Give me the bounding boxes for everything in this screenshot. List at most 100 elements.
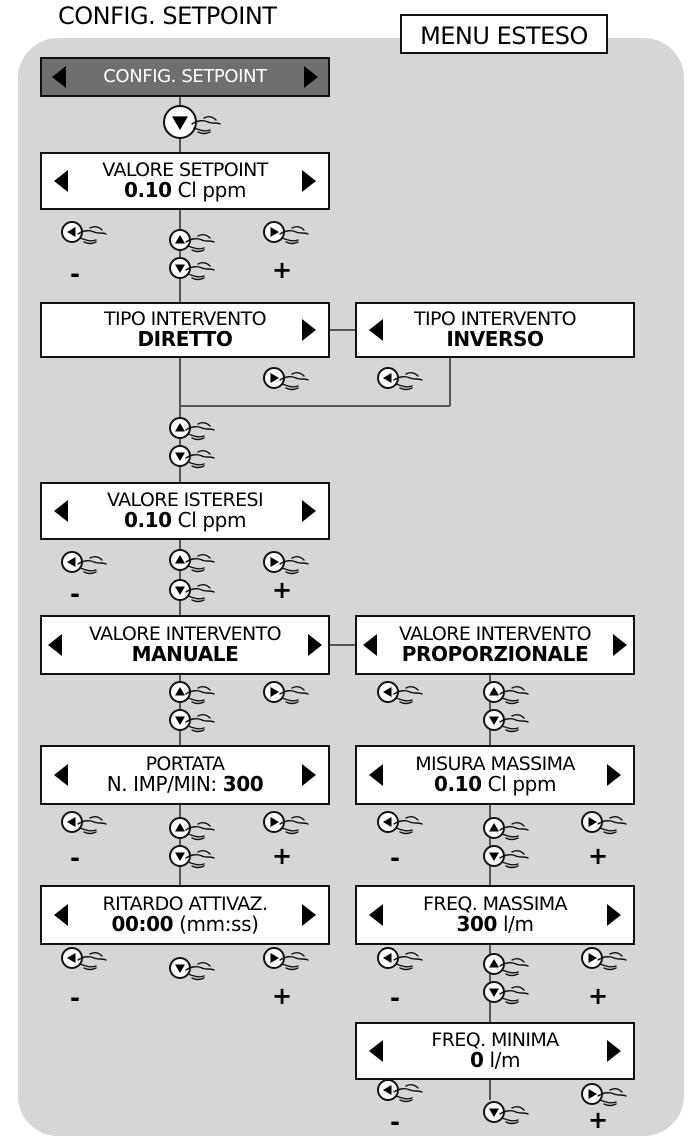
menu-esteso-label: MENU ESTESO [400,14,608,54]
down-arrow-icon [175,586,185,595]
hand-icon [185,849,215,869]
right-button-icon[interactable] [580,810,634,842]
hand-icon [77,815,107,835]
down-button-icon[interactable] [168,844,222,876]
right-button-icon[interactable] [262,550,316,582]
hand-icon [597,951,627,971]
right-arrow-icon [607,1040,621,1062]
hand-icon [191,115,221,135]
left-arrow-icon [383,687,392,697]
right-arrow-icon [270,227,279,237]
box-label: VALORE ISTERESI [106,488,264,511]
right-button-icon[interactable] [262,366,316,398]
right-button-icon[interactable] [262,946,316,978]
left-arrow-icon [67,817,76,827]
down-button-icon[interactable] [168,708,222,740]
up-button-icon[interactable] [168,416,222,448]
hand-icon [185,685,215,705]
down-arrow-icon [489,1108,499,1117]
left-arrow-icon [383,1085,392,1095]
right-button-icon[interactable] [262,810,316,842]
up-button-icon[interactable] [482,816,536,848]
down-button-icon[interactable] [162,104,228,148]
down-button-icon[interactable] [168,256,222,288]
minus-sign: - [70,844,80,872]
valore-setpoint-box[interactable]: VALORE SETPOINT 0.10 Cl ppm [40,152,330,210]
left-arrow-icon [369,764,383,786]
valore-intervento-proporzionale-box[interactable]: VALORE INTERVENTO PROPORZIONALE [355,615,635,675]
left-button-icon[interactable] [376,946,430,978]
config-setpoint-header[interactable]: CONFIG. SETPOINT [40,57,330,97]
hand-icon [279,685,309,705]
right-button-icon[interactable] [580,946,634,978]
right-arrow-icon [270,557,279,567]
portata-box[interactable]: PORTATA N. IMP/MIN: 300 [40,745,330,805]
up-arrow-icon [175,687,185,696]
box-label: MISURA MASSIMA [415,752,575,775]
right-arrow-icon [302,319,316,341]
hand-icon [499,849,529,869]
left-button-icon[interactable] [376,680,430,712]
left-arrow-icon [54,904,68,926]
hand-icon [185,713,215,733]
left-button-icon[interactable] [60,946,114,978]
minus-sign: - [390,1108,400,1136]
right-arrow-icon [308,634,322,656]
right-arrow-icon [302,904,316,926]
up-button-icon[interactable] [168,680,222,712]
valore-isteresi-box[interactable]: VALORE ISTERESI 0.10 Cl ppm [40,482,330,540]
up-button-icon[interactable] [482,952,536,984]
left-arrow-icon [54,764,68,786]
hand-icon [393,1083,423,1103]
right-arrow-icon [270,687,279,697]
hand-icon [279,951,309,971]
up-button-icon[interactable] [168,548,222,580]
down-button-icon[interactable] [168,578,222,610]
down-button-icon[interactable] [482,1100,536,1132]
right-arrow-icon [613,634,627,656]
right-button-icon[interactable] [580,1082,634,1114]
left-arrow-icon [67,953,76,963]
down-button-icon[interactable] [482,844,536,876]
plus-sign: + [272,256,293,284]
down-button-icon[interactable] [168,956,222,988]
right-arrow-icon [588,1089,597,1099]
left-button-icon[interactable] [60,810,114,842]
left-button-icon[interactable] [60,220,114,252]
down-button-icon[interactable] [482,980,536,1012]
right-button-icon[interactable] [262,680,316,712]
up-button-icon[interactable] [482,680,536,712]
right-button-icon[interactable] [262,220,316,252]
hand-icon [185,421,215,441]
down-arrow-icon [175,852,185,861]
up-button-icon[interactable] [168,816,222,848]
tipo-intervento-inverso-box[interactable]: TIPO INTERVENTO INVERSO [355,302,635,358]
hand-icon [185,261,215,281]
box-unit: Cl ppm [177,178,247,203]
down-arrow-icon [175,264,185,273]
right-arrow-icon [302,764,316,786]
ritardo-attivazione-box[interactable]: RITARDO ATTIVAZ. 00:00 (mm:ss) [40,885,330,945]
left-button-icon[interactable] [60,550,114,582]
left-button-icon[interactable] [376,366,430,398]
tipo-intervento-diretto-box[interactable]: TIPO INTERVENTO DIRETTO [40,302,330,358]
left-button-icon[interactable] [376,1078,430,1110]
box-label: VALORE SETPOINT [102,158,268,181]
box-value: 300 [456,912,497,937]
misura-massima-box[interactable]: MISURA MASSIMA 0.10 Cl ppm [355,745,635,805]
hand-icon [185,553,215,573]
valore-intervento-manuale-box[interactable]: VALORE INTERVENTO MANUALE [40,615,330,675]
freq-minima-box[interactable]: FREQ. MINIMA 0 l/m [355,1022,635,1080]
left-arrow-icon [48,634,62,656]
up-arrow-icon [489,823,499,832]
plus-sign: + [588,982,609,1010]
hand-icon [77,951,107,971]
box-label: RITARDO ATTIVAZ. [102,892,269,915]
up-button-icon[interactable] [168,228,222,260]
left-button-icon[interactable] [376,810,430,842]
box-label: VALORE INTERVENTO [88,622,282,645]
down-button-icon[interactable] [168,444,222,476]
up-arrow-icon [489,959,499,968]
down-button-icon[interactable] [482,708,536,740]
freq-massima-box[interactable]: FREQ. MASSIMA 300 l/m [355,885,635,945]
